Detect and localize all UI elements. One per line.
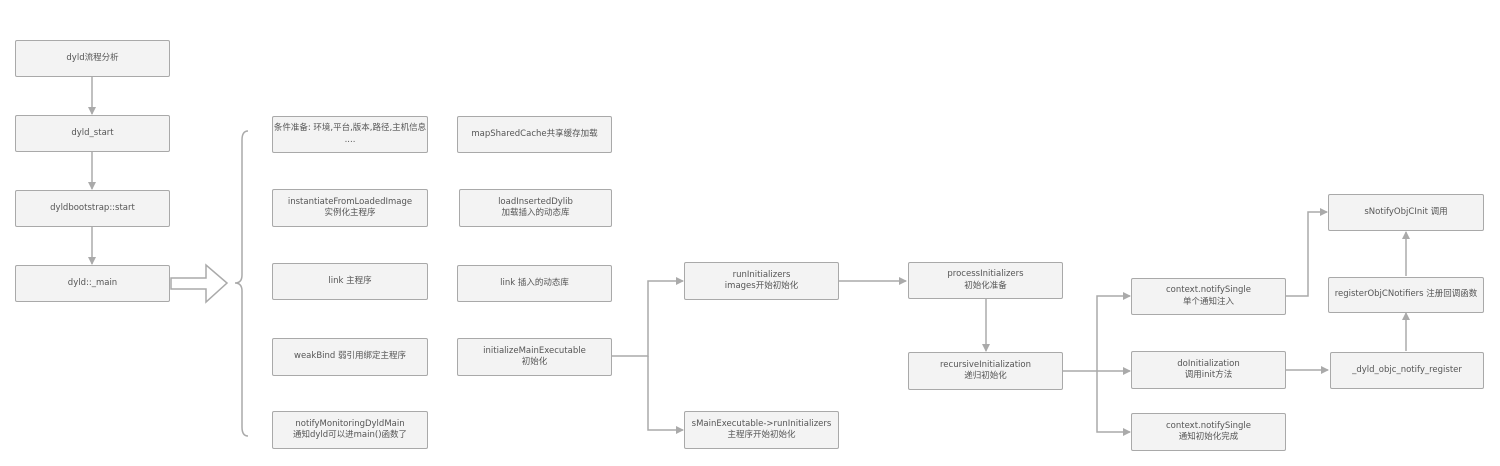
node-notify-single-complete: context.notifySingle 通知初始化完成 — [1131, 413, 1286, 451]
node-dyld-start: dyld_start — [15, 115, 170, 152]
node-label: dyld::_main — [67, 277, 118, 288]
node-instantiate: instantiateFromLoadedImage 实例化主程序 — [272, 189, 428, 227]
arrow-recursive-to-notify2 — [1096, 371, 1131, 436]
node-link-main: link 主程序 — [272, 263, 428, 300]
node-link-inserted: link 插入的动态库 — [457, 265, 612, 302]
node-weak-bind: weakBind 弱引用绑定主程序 — [272, 338, 428, 376]
node-label: processInitializers — [947, 269, 1024, 280]
node-dyld-main: dyld::_main — [15, 265, 170, 302]
group-brace — [234, 130, 249, 437]
node-do-initialization: doInitialization 调用init方法 — [1131, 351, 1286, 389]
node-notify-single-inject: context.notifySingle 单个通知注入 — [1131, 278, 1286, 315]
node-label: registerObjCNotifiers 注册回调函数 — [1334, 289, 1478, 300]
node-notify-monitoring: notifyMonitoringDyldMain 通知dyld可以进main()… — [272, 411, 428, 449]
node-dyldbootstrap-start: dyldbootstrap::start — [15, 190, 170, 227]
node-sublabel: 初始化准备 — [964, 280, 1007, 291]
node-label: mapSharedCache共享缓存加载 — [471, 128, 598, 139]
node-label: context.notifySingle — [1165, 420, 1252, 431]
node-snotify-objc-init: sNotifyObjCInit 调用 — [1328, 194, 1484, 231]
node-label: dyld流程分析 — [66, 52, 119, 63]
node-label: link 主程序 — [328, 275, 372, 286]
arrow-notify1-to-snotify — [1286, 208, 1328, 297]
node-register-objc-notifiers: registerObjCNotifiers 注册回调函数 — [1328, 277, 1484, 313]
node-initialize-main-executable: initializeMainExecutable 初始化 — [457, 338, 612, 376]
node-sublabel: 递归初始化 — [964, 371, 1007, 381]
node-label: sNotifyObjCInit 调用 — [1364, 206, 1448, 217]
node-sublabel: 通知dyld可以进main()函数了 — [292, 430, 408, 440]
node-smain-run-initializers: sMainExecutable->runInitializers 主程序开始初始… — [684, 411, 839, 449]
node-sublabel: images开始初始化 — [724, 281, 799, 291]
node-dyld-objc-notify-register: _dyld_objc_notify_register — [1330, 352, 1484, 389]
node-process-initializers: processInitializers 初始化准备 — [908, 262, 1063, 299]
node-env-prep: 条件准备: 环境,平台,版本,路径,主机信息 .... — [272, 116, 428, 153]
node-label: loadInsertedDylib — [498, 196, 573, 207]
node-label: dyld_start — [71, 127, 114, 138]
node-label: recursiveInitialization — [940, 359, 1031, 370]
node-sublabel: 实例化主程序 — [324, 208, 376, 218]
node-sublabel: 加载插入的动态库 — [501, 208, 570, 218]
node-load-inserted: loadInsertedDylib 加载插入的动态库 — [459, 189, 612, 227]
node-label: _dyld_objc_notify_register — [1352, 364, 1462, 375]
node-recursive-initialization: recursiveInitialization 递归初始化 — [908, 352, 1063, 390]
arrow-init-to-smain — [647, 356, 684, 434]
node-sublabel: 初始化 — [521, 357, 548, 367]
node-sublabel: 主程序开始初始化 — [727, 430, 796, 440]
node-label: context.notifySingle — [1165, 285, 1252, 296]
node-label: runInitializers — [732, 269, 791, 280]
node-label: weakBind 弱引用绑定主程序 — [294, 351, 406, 362]
arrow-recursive-to-notify1 — [1063, 292, 1131, 372]
node-label: doInitialization — [1177, 358, 1240, 369]
node-label: sMainExecutable->runInitializers — [691, 418, 832, 429]
node-label: dyldbootstrap::start — [50, 202, 135, 213]
arrow-init-to-runinitializers — [612, 277, 684, 357]
node-sublabel: 单个通知注入 — [1182, 296, 1234, 307]
node-label: link 插入的动态库 — [500, 277, 569, 288]
node-sublabel: 通知初始化完成 — [1178, 432, 1239, 442]
node-label: 条件准备: 环境,平台,版本,路径,主机信息 — [273, 123, 427, 134]
node-label: instantiateFromLoadedImage — [287, 196, 413, 207]
node-map-shared-cache: mapSharedCache共享缓存加载 — [457, 116, 612, 153]
node-sublabel: 调用init方法 — [1184, 370, 1233, 380]
node-dyld-flow: dyld流程分析 — [15, 40, 170, 77]
node-label: initializeMainExecutable — [483, 345, 586, 356]
node-run-initializers: runInitializers images开始初始化 — [684, 262, 839, 300]
node-label: notifyMonitoringDyldMain — [295, 418, 405, 429]
main-block-arrow — [170, 263, 229, 304]
node-sublabel: .... — [344, 134, 356, 145]
